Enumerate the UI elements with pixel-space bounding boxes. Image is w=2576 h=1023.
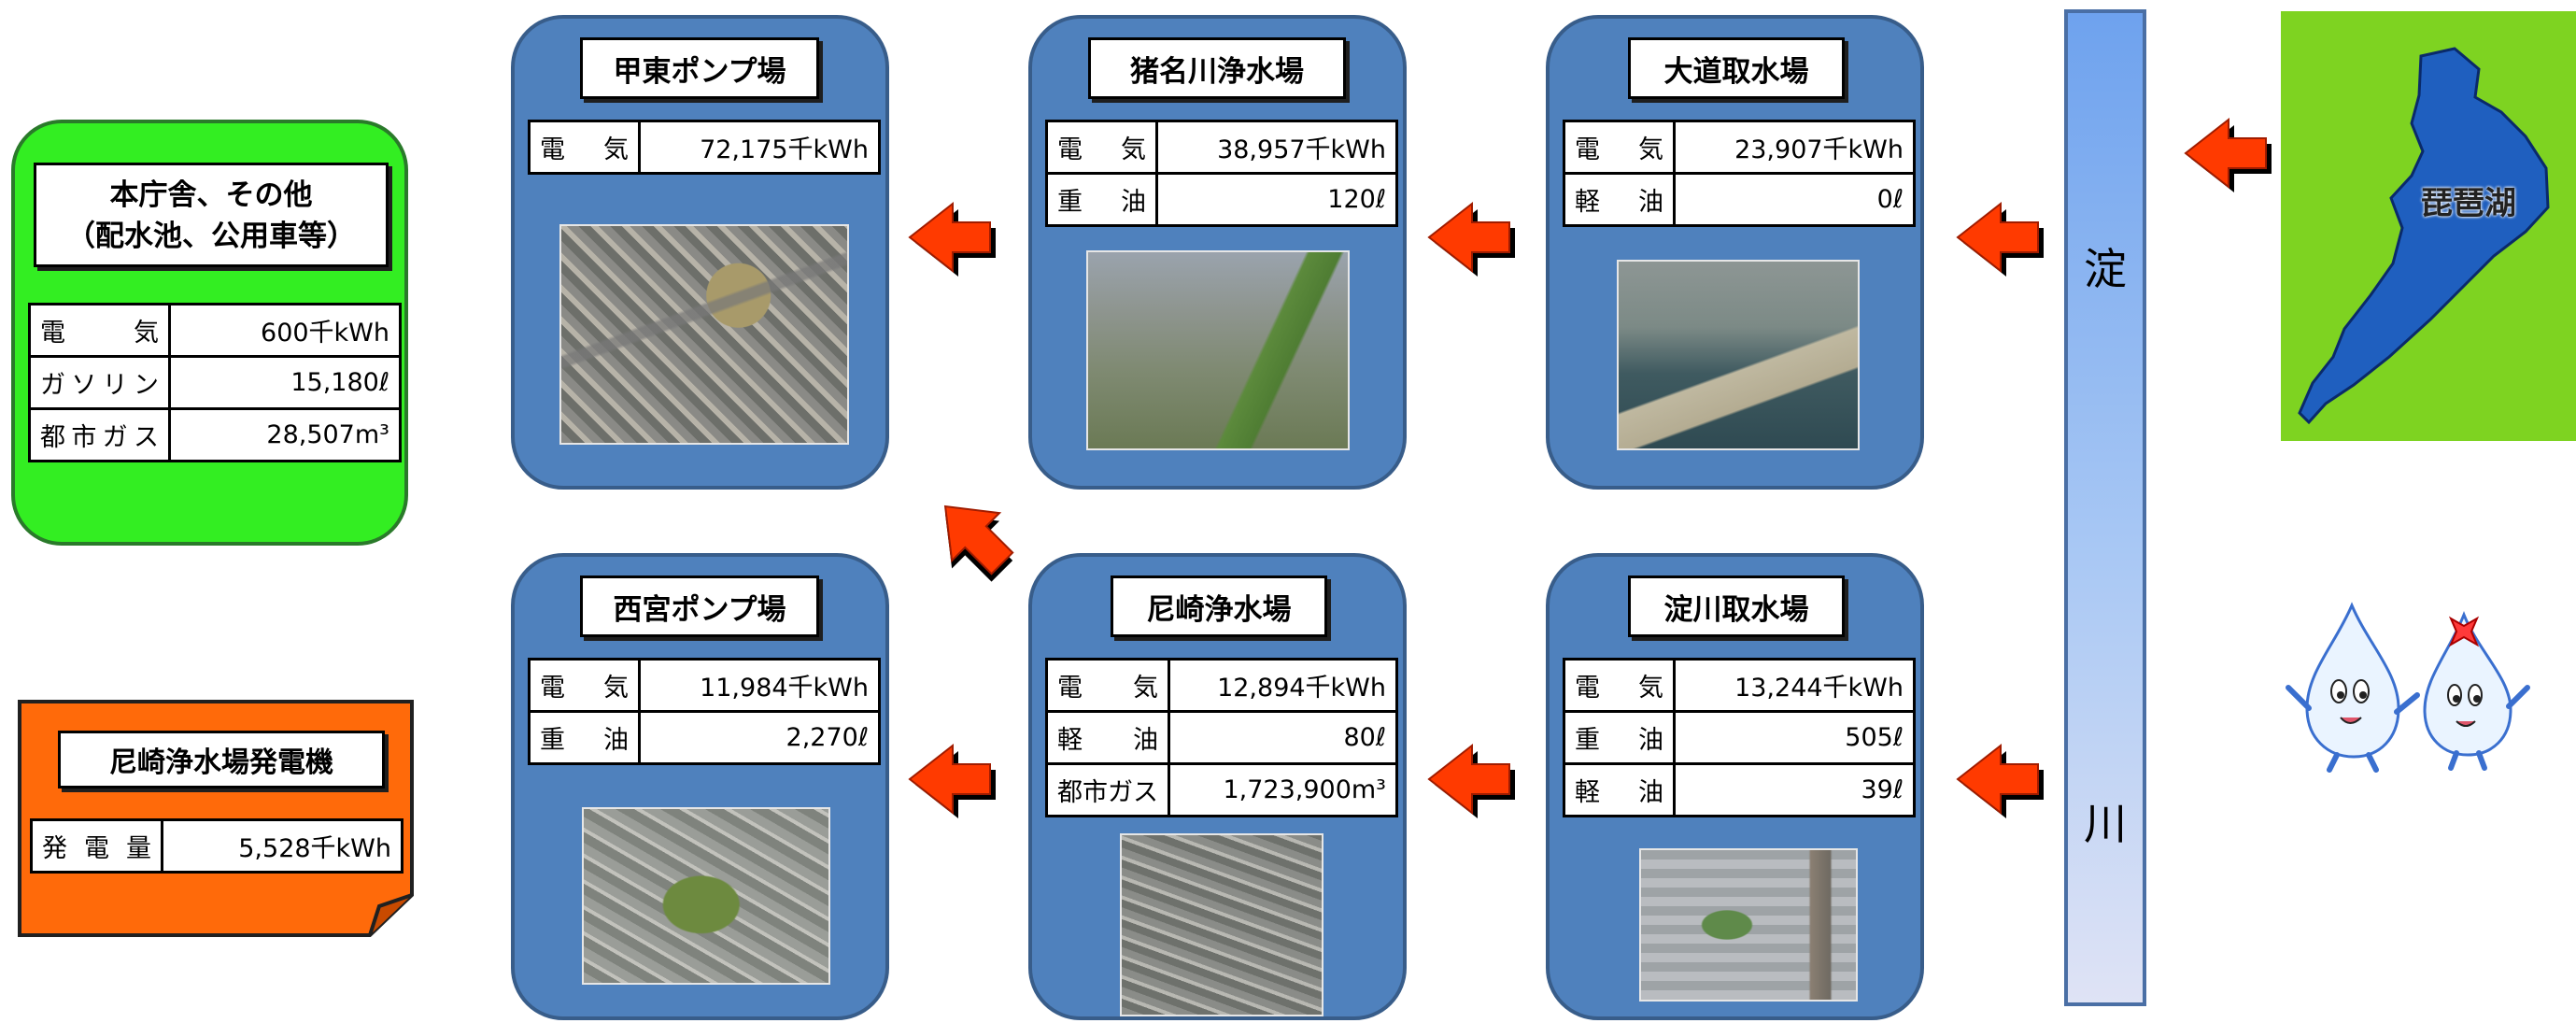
table-label: 電 気 (28, 303, 171, 358)
table-value: 12,894千kWh (1168, 658, 1398, 713)
table-label: 電 気 (1563, 658, 1676, 713)
flow-arrow-inagawa-to-koto (909, 203, 997, 277)
flow-arrow-lake-to-river (2185, 119, 2272, 193)
table-label: 都市ガス (28, 407, 171, 462)
table-label: 軽 油 (1045, 710, 1170, 765)
table-value: 505ℓ (1673, 710, 1916, 765)
river-label-bottom: 川 (2084, 799, 2127, 849)
table-label: 軽 油 (1563, 762, 1676, 817)
table-label: 重 油 (528, 710, 641, 765)
facility-title: 西宮ポンプ場 (580, 575, 819, 637)
water-drop-mascots (2286, 602, 2530, 773)
flow-arrow-amagasaki-to-nishinomiya (909, 745, 997, 819)
table-value: 2,270ℓ (638, 710, 881, 765)
facility-title: 尼崎浄水場 (1111, 575, 1327, 637)
flow-arrow-amagasaki-to-koto (925, 486, 1029, 590)
lake-label: 琵琶湖 (2421, 185, 2516, 222)
aerial-photo (1639, 848, 1858, 1002)
table-label: 電 気 (528, 120, 641, 175)
yodo-river: 淀 川 (2064, 9, 2146, 1006)
table-value: 23,907千kWh (1673, 120, 1916, 175)
table-label: 都市ガス (1045, 762, 1170, 817)
facility-title: 淀川取水場 (1628, 575, 1845, 637)
table-value: 0ℓ (1673, 172, 1916, 227)
table-label: 発電量 (30, 818, 163, 874)
flow-arrow-yodogawa-to-amagasaki (1428, 745, 1516, 819)
lake-biwa-map (2281, 11, 2576, 441)
aerial-photo (582, 807, 830, 985)
table-value: 39ℓ (1673, 762, 1916, 817)
table-label: 重 油 (1045, 172, 1158, 227)
facility-title: 大道取水場 (1628, 37, 1845, 99)
table-value: 13,244千kWh (1673, 658, 1916, 713)
table-value: 38,957千kWh (1155, 120, 1398, 175)
table-value: 15,180ℓ (168, 355, 402, 410)
table-value: 11,984千kWh (638, 658, 881, 713)
table-label: 電 気 (528, 658, 641, 713)
table-label: ガソリン (28, 355, 171, 410)
table-label: 電 気 (1563, 120, 1676, 175)
table-value: 1,723,900m³ (1168, 762, 1398, 817)
generator-title: 尼崎浄水場発電機 (58, 731, 385, 789)
facility-title: 猪名川浄水場 (1088, 37, 1346, 99)
table-value: 600千kWh (168, 303, 402, 358)
table-value: 28,507m³ (168, 407, 402, 462)
aerial-photo (559, 224, 849, 445)
office-title: 本庁舎、その他 （配水池、公用車等） (34, 163, 389, 267)
office-title-line1: 本庁舎、その他 (109, 178, 313, 212)
flow-arrow-omichi-to-inagawa (1428, 203, 1516, 277)
table-value: 120ℓ (1155, 172, 1398, 227)
aerial-photo (1617, 260, 1860, 450)
table-label: 電 気 (1045, 120, 1158, 175)
table-label: 電 気 (1045, 658, 1170, 713)
aerial-photo (1086, 250, 1350, 450)
flow-arrow-river-to-omichi (1957, 203, 2045, 277)
table-label: 軽 油 (1563, 172, 1676, 227)
table-value: 72,175千kWh (638, 120, 881, 175)
facility-title: 甲東ポンプ場 (580, 37, 819, 99)
flow-arrow-river-to-yodogawa (1957, 745, 2045, 819)
table-value: 5,528千kWh (161, 818, 403, 874)
river-label-top: 淀 (2084, 244, 2127, 294)
aerial-photo (1120, 833, 1323, 1016)
table-label: 重 油 (1563, 710, 1676, 765)
office-title-line2: （配水池、公用車等） (66, 220, 356, 253)
table-value: 80ℓ (1168, 710, 1398, 765)
